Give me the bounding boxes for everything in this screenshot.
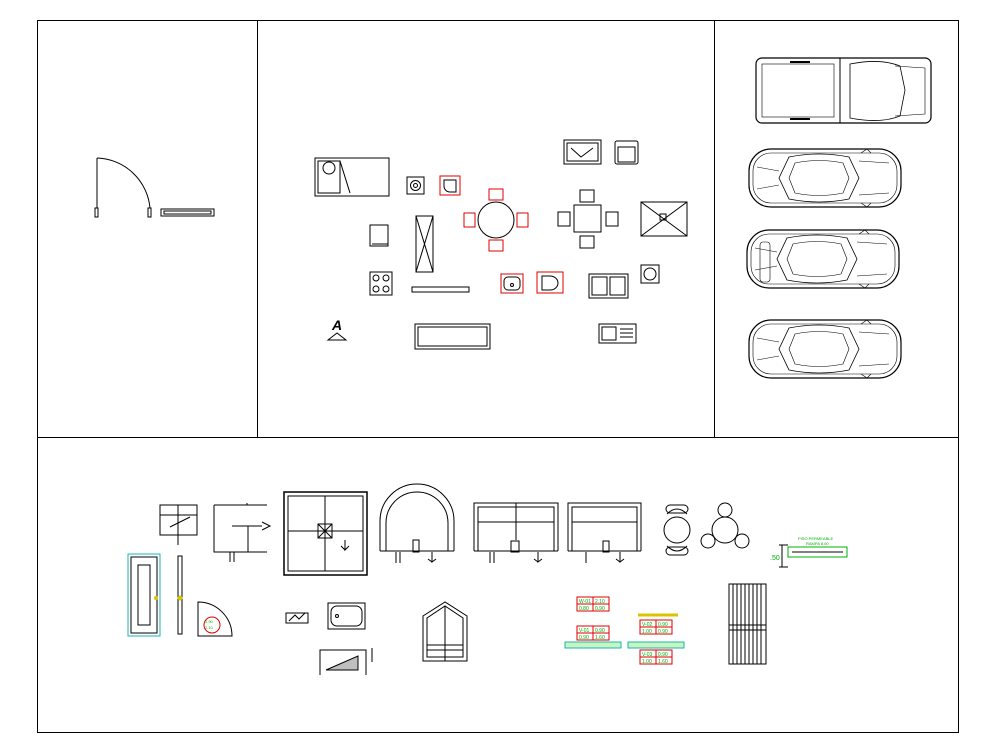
window-tags-group-1: W-01 2.10 0.80 0.90 V-01 0.90 0.90 1.60 [564,596,622,649]
bed-icon [314,157,390,197]
furniture-panel: A [314,139,688,350]
suv-icon [748,319,902,379]
window-tag-v03-c: 1.60 [658,659,668,665]
sports-car-icon [746,229,900,289]
grille-door-icon [728,583,767,665]
tv-cabinet-icon [563,139,602,165]
window-tag-v02-c: 0.90 [658,629,668,635]
gabled-window-icon [422,601,468,662]
door-plan-1 [213,503,272,562]
window-tag-v01-id: V-01 [579,628,590,634]
door-elevation-icon [127,553,161,637]
door-quarter-icon: 0.90 2.10 [197,601,233,637]
cooktop-icon [369,271,393,296]
window-tag-v02-b: 1.00 [642,629,652,635]
window-tag-w01-b: 0.80 [579,606,589,612]
window-tag-v01-b: 0.90 [579,635,589,641]
window-tag-v01-a: 0.90 [595,628,605,634]
ramp-subtitle: RAMPA 8.00 [806,541,829,546]
toilet-icon [439,175,461,196]
car-icon [748,148,902,208]
shelf-icon [411,286,470,293]
round-table-icon [463,188,529,252]
sliding-door-icon [160,208,215,217]
window-tag-v02-a: 0.90 [658,622,668,628]
round-table-3-chairs-icon [700,502,750,549]
nightstand-icon [369,224,389,247]
window-plan-1 [473,502,559,563]
door-tag: 0.90 [205,619,214,624]
window-plan-2 [567,502,642,563]
window-tag-w01-a: 2.10 [595,599,605,605]
washer-icon [640,264,660,284]
armchair-icon [614,140,639,165]
sink-icon [500,273,524,294]
window-tag-v03-a: 0.90 [658,652,668,658]
door-panel [94,157,215,218]
door-tag-2: 2.10 [205,625,214,630]
arched-window-icon [379,483,455,563]
bathtub-icon [327,602,366,630]
panel-frames [37,20,959,733]
double-sink-icon [598,323,637,344]
bed-frame-icon [640,201,688,237]
ramp-title: PISO PERMEABLE [798,536,833,541]
symbols-panel: PISO PERMEABLE RAMPA 8.00 .50 0.90 2.10 [127,483,848,675]
door-side-icon [177,555,183,635]
wardrobe-icon [415,215,434,273]
window-tag-v01-c: 1.60 [595,635,605,641]
small-fixture-icon [285,612,309,624]
dimension-label: .50 [770,555,780,562]
urinal-icon [536,271,564,294]
vehicles-panel [746,57,932,379]
square-table-icon [557,189,619,249]
round-table-2-chairs-icon [663,504,691,556]
pickup-icon [755,57,932,124]
window-elevation-icon [159,504,198,545]
window-tag-w01-c: 0.90 [595,606,605,612]
north-arrow-icon: A [326,317,348,341]
window-tag-v03-id: V-03 [642,652,653,658]
stove-icon [406,176,425,195]
window-tag-v02-id: V-02 [642,622,653,628]
door-swing-icon [94,157,152,218]
counter-icon [414,323,491,350]
door-plan-2 [283,491,368,576]
window-tag-v03-b: 1.00 [642,659,652,665]
ramp-symbol-icon: PISO PERMEABLE RAMPA 8.00 .50 [770,536,848,568]
stair-section-icon [319,648,373,675]
window-tags-group-2: V-02 0.90 1.00 0.90 V-03 0.90 1.00 1.60 [627,613,685,665]
window-tag-w01-id: W-01 [579,599,591,605]
north-arrow-label: A [331,317,342,333]
kitchen-sink-icon [588,273,629,299]
